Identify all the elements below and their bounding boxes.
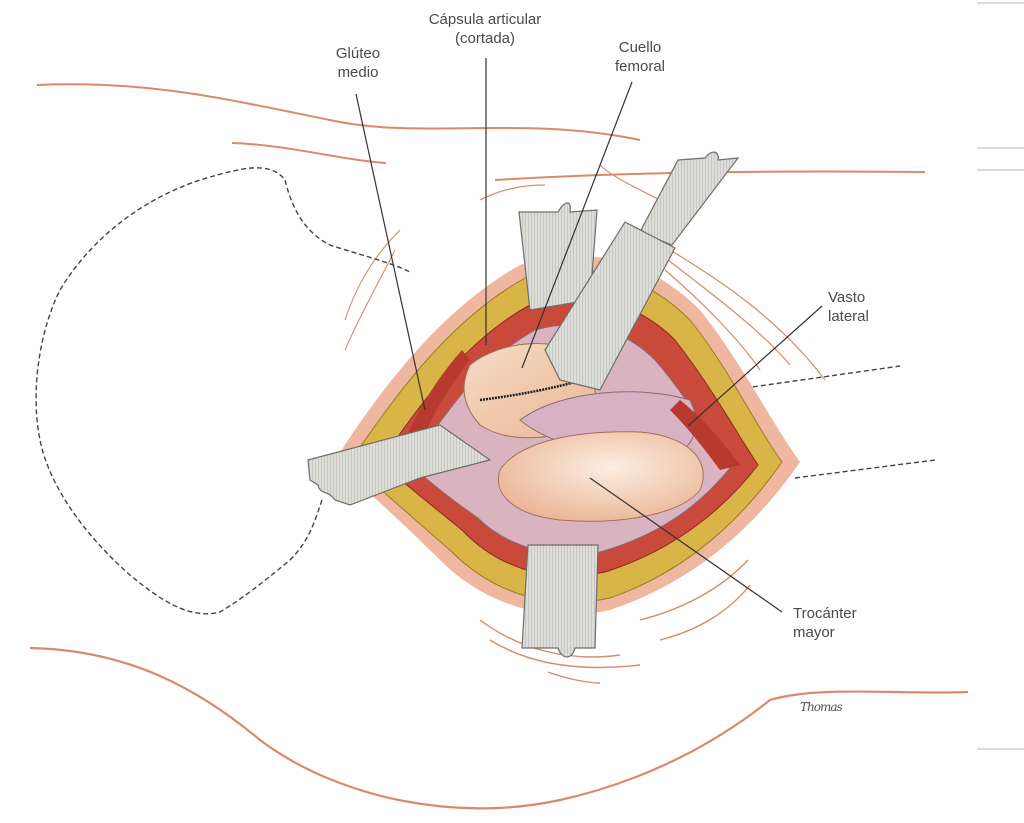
incision <box>335 255 800 615</box>
retractor-diagonal <box>544 221 676 391</box>
label-trocanter-mayor: Trocánter mayor <box>793 604 857 642</box>
vasto-lateral-muscle <box>670 400 740 470</box>
pelvis-outline <box>35 167 936 615</box>
label-gluteo-medio-line1: Glúteo <box>335 45 381 62</box>
gluteo-medio-muscle <box>405 350 470 445</box>
page-rules <box>977 2 1024 750</box>
label-gluteo-medio: Glúteo medio <box>318 44 398 82</box>
retractor-top-right <box>639 151 740 246</box>
label-trocanter-line1: Trocánter <box>793 605 857 622</box>
artist-signature: Thomas <box>800 700 843 714</box>
retractor-left <box>307 424 492 506</box>
leader-vasto <box>687 305 823 427</box>
leader-trocanter <box>589 477 783 613</box>
retractor-top-left <box>518 202 598 311</box>
label-cuello-femoral: Cuello femoral <box>600 38 680 76</box>
leader-cuello <box>521 81 633 369</box>
leader-gluteo-medio <box>355 93 426 411</box>
label-trocanter-line2: mayor <box>793 624 835 641</box>
label-cuello-line1: Cuello <box>618 39 662 56</box>
label-cuello-line2: femoral <box>614 58 666 75</box>
greater-trochanter <box>498 431 704 522</box>
label-gluteo-medio-line2: medio <box>337 64 379 81</box>
label-capsula-articular: Cápsula articular (cortada) <box>405 10 565 48</box>
label-capsula-line2: (cortada) <box>454 30 516 47</box>
retractors <box>307 151 740 658</box>
leader-lines <box>355 58 823 613</box>
label-capsula-line1: Cápsula articular <box>428 11 542 28</box>
label-vasto-line2: lateral <box>828 308 869 325</box>
retractor-bottom <box>521 544 599 658</box>
label-vasto-lateral: Vasto lateral <box>828 288 869 326</box>
skin-contours <box>29 83 969 810</box>
label-vasto-line1: Vasto <box>828 289 866 306</box>
